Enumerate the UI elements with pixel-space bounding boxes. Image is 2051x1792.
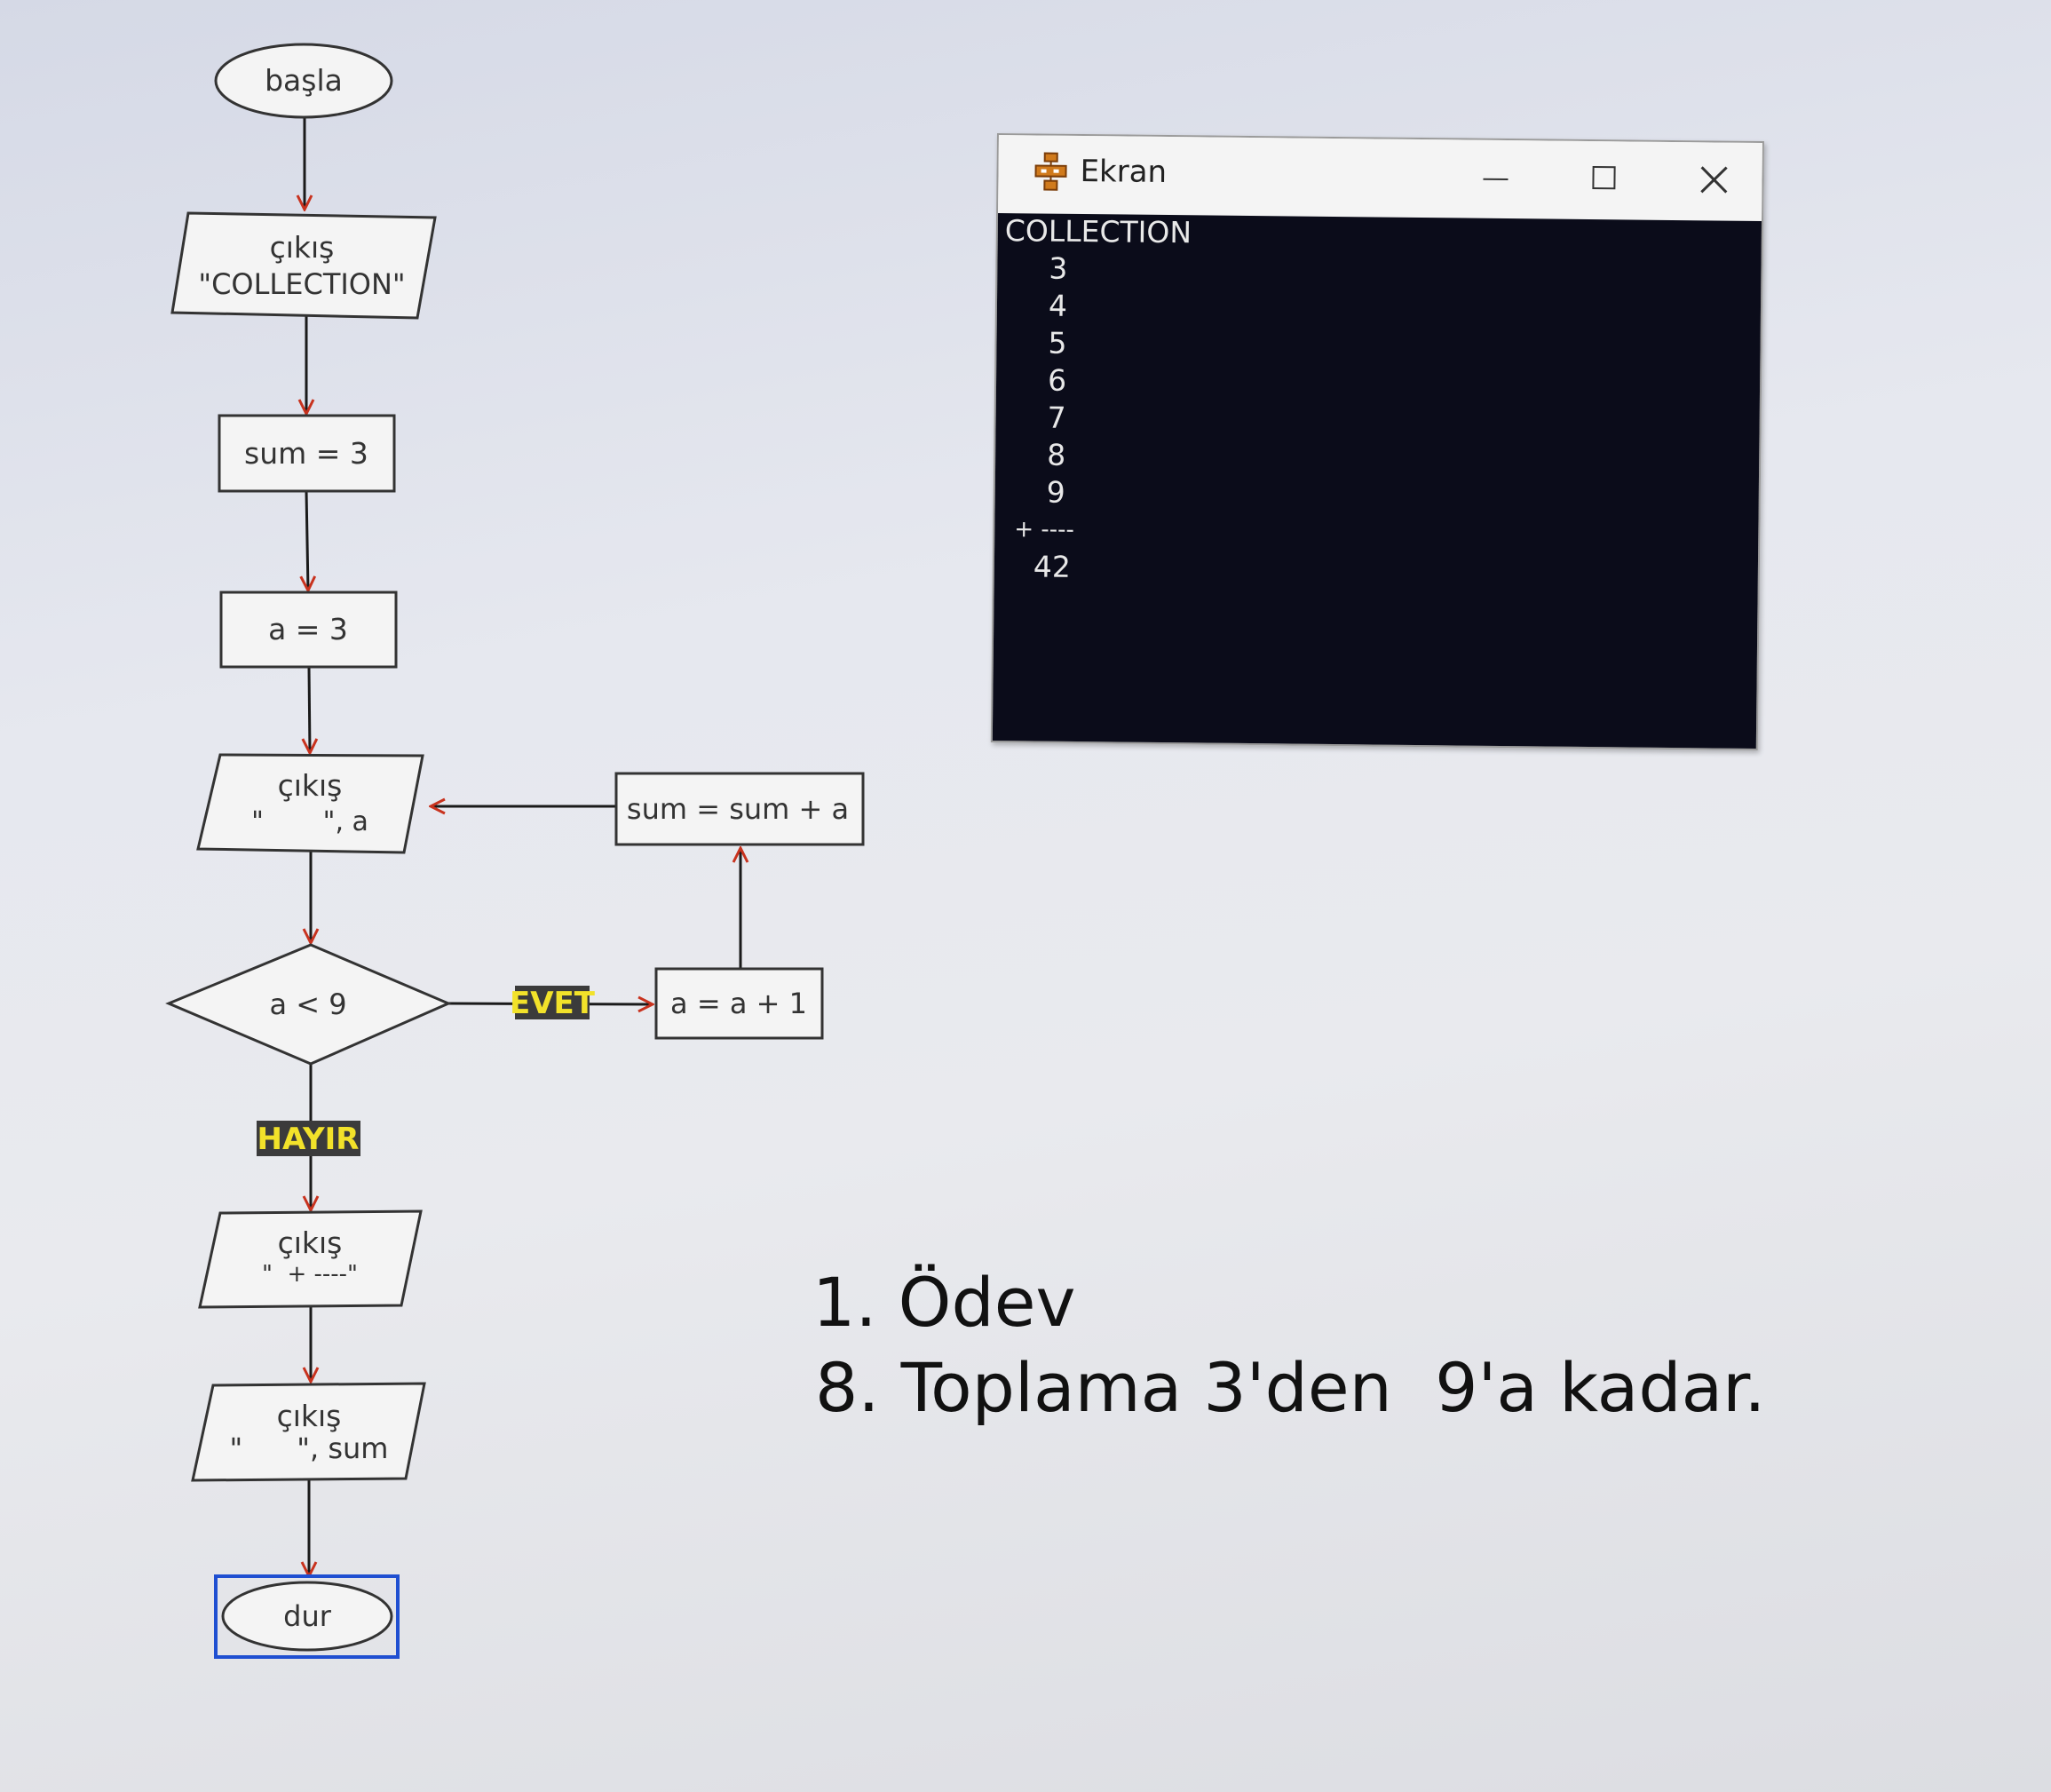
console-line: 3 bbox=[1049, 250, 1068, 286]
output3-value: " + ----" bbox=[262, 1261, 358, 1288]
console-line: COLLECTION bbox=[1004, 213, 1192, 250]
no-label-text: HAYIR bbox=[257, 1122, 360, 1157]
assign-a-label: a = 3 bbox=[268, 612, 348, 646]
output1-value: "COLLECTION" bbox=[198, 267, 405, 301]
output4-parallelogram: çıkış " ", sum bbox=[191, 1382, 426, 1482]
console-line: 7 bbox=[1047, 400, 1066, 435]
arrow-a-to-output2 bbox=[309, 666, 310, 753]
end-label: dur bbox=[283, 1599, 332, 1633]
assign-a-box: a = 3 bbox=[219, 591, 398, 669]
output2-keyword: çıkış bbox=[278, 768, 343, 803]
output-window-titlebar[interactable]: Ekran bbox=[998, 135, 1762, 222]
console-line: 4 bbox=[1048, 288, 1068, 323]
assign-sum-box: sum = 3 bbox=[218, 414, 396, 493]
output1-keyword: çıkış bbox=[270, 230, 335, 265]
end-selection-highlight bbox=[214, 1574, 400, 1659]
maximize-icon[interactable] bbox=[1577, 154, 1631, 204]
start-terminal: başla bbox=[214, 43, 393, 119]
output1-parallelogram: çıkış "COLLECTION" bbox=[170, 211, 437, 320]
output2-parallelogram: çıkış " ", a bbox=[196, 753, 424, 854]
output-window: Ekran COLLECTION 3 4 5 6 7 8 9 + ---- 42 bbox=[990, 133, 1764, 751]
yes-branch-label: EVET bbox=[510, 986, 596, 1021]
arrow-sum-to-a bbox=[306, 490, 308, 591]
homework-title: 1. Ödev bbox=[812, 1263, 1076, 1342]
minimize-icon[interactable] bbox=[1469, 153, 1523, 203]
output3-keyword: çıkış bbox=[278, 1225, 343, 1260]
output-window-title: Ekran bbox=[1080, 153, 1168, 191]
update-sum-box: sum = sum + a bbox=[614, 772, 865, 846]
output2-value: " ", a bbox=[251, 806, 368, 837]
decision-diamond: a < 9 bbox=[165, 943, 452, 1066]
output-console: COLLECTION 3 4 5 6 7 8 9 + ---- 42 bbox=[992, 213, 1762, 749]
console-line: 8 bbox=[1047, 437, 1066, 472]
no-branch-label: HAYIR bbox=[257, 1121, 360, 1157]
console-line: + ---- bbox=[1014, 516, 1075, 543]
console-line: 42 bbox=[1033, 549, 1072, 584]
console-line: 9 bbox=[1046, 474, 1065, 510]
console-line: 6 bbox=[1047, 362, 1067, 398]
yes-label-text: EVET bbox=[510, 986, 596, 1021]
output4-keyword: çıkış bbox=[277, 1399, 342, 1433]
increment-label: a = a + 1 bbox=[670, 987, 807, 1020]
flowchart-app-icon bbox=[1034, 152, 1067, 191]
homework-description: 8. Toplama 3'den 9'a kadar. bbox=[815, 1348, 1766, 1427]
start-label: başla bbox=[265, 63, 343, 98]
assign-sum-label: sum = 3 bbox=[244, 436, 368, 471]
decision-label: a < 9 bbox=[269, 987, 346, 1021]
increment-box: a = a + 1 bbox=[654, 967, 824, 1040]
flowchart-canvas: başla çıkış "COLLECTION" sum = 3 a = 3 ç… bbox=[165, 43, 865, 1659]
console-line: 5 bbox=[1048, 325, 1067, 361]
output3-parallelogram: çıkış " + ----" bbox=[198, 1209, 423, 1309]
output4-value: " ", sum bbox=[230, 1431, 389, 1465]
update-sum-label: sum = sum + a bbox=[627, 792, 849, 826]
close-icon[interactable] bbox=[1687, 155, 1741, 205]
end-terminal[interactable]: dur bbox=[214, 1574, 400, 1659]
